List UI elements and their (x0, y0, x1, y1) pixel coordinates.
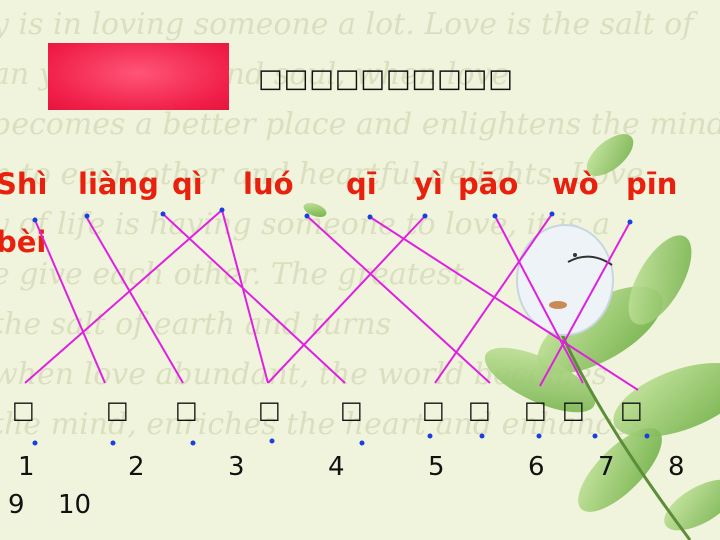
character-box: □ (12, 396, 35, 424)
number-label: 4 (328, 452, 345, 482)
pinyin-item: pāo (458, 167, 519, 201)
character-row: □ □ □ □ □ □ □ □ □ □ (0, 396, 720, 430)
match-line (306, 215, 491, 384)
bottom-dot (479, 433, 485, 439)
match-line (539, 221, 631, 387)
stem-icon (558, 329, 692, 540)
top-dot (32, 217, 38, 223)
leaf-icon (586, 134, 634, 176)
top-dot (304, 213, 310, 219)
top-dot (367, 214, 373, 220)
leaf-icon (628, 235, 692, 325)
leaf-icon (613, 363, 720, 437)
pinyin-item: yì (414, 167, 443, 201)
top-dot (549, 211, 555, 217)
top-dot (219, 207, 225, 213)
bottom-dot (644, 433, 650, 439)
leaf-icon (664, 479, 720, 531)
match-line (24, 209, 223, 384)
character-box: □ (562, 396, 585, 424)
match-line (162, 213, 346, 384)
pinyin-item: luó (243, 167, 294, 201)
bottom-dot (110, 440, 116, 446)
top-dot (627, 219, 633, 225)
pinyin-item: qī (346, 167, 377, 201)
page-title: □□□□□□□□□□ (258, 64, 514, 94)
pinyin-item: Shì (0, 167, 48, 201)
bottom-dot (427, 433, 433, 439)
background-line: becomes a better place and enlightens th… (0, 107, 720, 142)
bottom-dot (190, 440, 196, 446)
bottom-dot (536, 433, 542, 439)
background-line: n to each other and heartful delights. L… (0, 157, 644, 192)
number-label: 1 (18, 452, 35, 482)
pinyin-item: wò (552, 167, 599, 201)
number-label: 10 (58, 490, 92, 520)
bottom-dot (32, 440, 38, 446)
match-line (34, 219, 106, 384)
background-line: e give each other. The greatest (0, 257, 465, 292)
character-box: □ (620, 396, 643, 424)
pinyin-item: pīn (626, 167, 678, 201)
mascot-icon (516, 224, 614, 336)
background-line: the salt of earth and turns (0, 307, 392, 342)
character-box: □ (468, 396, 491, 424)
match-line (221, 209, 269, 384)
number-label: 6 (528, 452, 545, 482)
number-label: 8 (668, 452, 685, 482)
character-box: □ (422, 396, 445, 424)
number-label: 7 (598, 452, 615, 482)
top-dot (492, 213, 498, 219)
leaf-icon (303, 203, 327, 217)
background-line: y is in loving someone a lot. Love is th… (0, 7, 694, 42)
pinyin-item: bèi (0, 225, 47, 259)
character-box: □ (258, 396, 281, 424)
leaf-icon (484, 347, 596, 413)
pinyin-item: liàng (78, 167, 159, 201)
bottom-dot (269, 438, 275, 444)
match-line (267, 215, 426, 384)
bottom-dot (359, 440, 365, 446)
match-line (434, 213, 553, 384)
match-line (86, 217, 184, 384)
number-label: 5 (428, 452, 445, 482)
pinyin-item: qì (172, 167, 203, 201)
top-dot (160, 211, 166, 217)
number-label: 2 (128, 452, 145, 482)
character-box: □ (340, 396, 363, 424)
top-dot (84, 213, 90, 219)
character-box: □ (175, 396, 198, 424)
leaf-icon (578, 428, 662, 512)
top-dot (422, 213, 428, 219)
number-label: 3 (228, 452, 245, 482)
match-line (494, 215, 584, 384)
background-line: y of life is having someone to love, it … (0, 207, 611, 242)
title-banner (48, 43, 229, 110)
match-line (369, 216, 639, 391)
number-label: 9 (8, 490, 25, 520)
character-box: □ (524, 396, 547, 424)
character-box: □ (106, 396, 129, 424)
bottom-dot (592, 433, 598, 439)
